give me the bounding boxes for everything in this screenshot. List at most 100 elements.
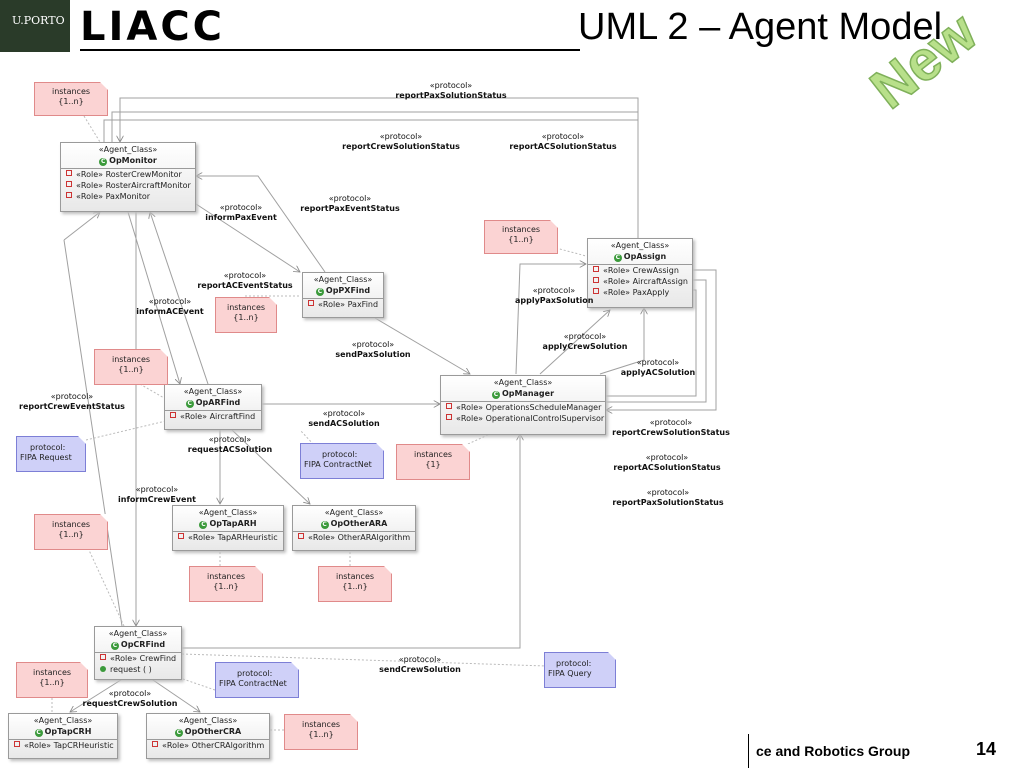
label-informACEvent: «protocol»informACEvent	[136, 297, 204, 316]
role-icon	[446, 414, 452, 420]
role-item: «Role» TapARHeuristic	[173, 532, 283, 543]
role-icon	[170, 412, 176, 418]
role-icon	[66, 181, 72, 187]
label-reportACEventStatus: «protocol»reportACEventStatus	[197, 271, 293, 290]
label-applyACSolution: «protocol»applyACSolution	[620, 358, 696, 377]
class-stereotype: «Agent_Class»	[108, 629, 168, 638]
note-fipa-query: protocol:FIPA Query	[544, 652, 616, 688]
note-instances-monitor: instances{1..n}	[34, 82, 108, 116]
edge-reportCrewSolutionStatus-top	[111, 111, 638, 142]
label-reportPaxSolutionStatus-top: «protocol»reportPaxSolutionStatus	[395, 81, 507, 100]
label-reportPaxSolutionStatus-right: «protocol»reportPaxSolutionStatus	[612, 488, 724, 507]
note-instances-othercra: instances{1..n}	[284, 714, 358, 750]
class-icon: C	[99, 158, 108, 166]
role-icon	[298, 533, 304, 539]
edge-reportPaxSolutionStatus-right	[606, 289, 697, 397]
edge-applyPaxSolution	[515, 264, 586, 375]
role-item: «Role» PaxApply	[588, 287, 692, 298]
edge-reportPaxSolutionStatus-top	[120, 97, 639, 238]
operation-item: request ( )	[95, 664, 181, 675]
role-item: «Role» CrewAssign	[588, 265, 692, 276]
label-informPaxEvent: «protocol»informPaxEvent	[205, 203, 277, 222]
class-icon: C	[34, 729, 43, 737]
edge-sendCrewSolution	[182, 434, 520, 649]
slide-header: U.PORTO LIACC UML 2 – Agent Model	[0, 0, 1024, 52]
note-instances-otherara: instances{1..n}	[318, 566, 392, 602]
uporto-logo: U.PORTO	[0, 0, 70, 52]
edge-sendPaxSolution	[374, 317, 470, 374]
edge-applyCrewSolution	[539, 310, 610, 375]
edge-reportCrewEventStatus	[63, 239, 123, 627]
label-reportCrewSolutionStatus-right: «protocol»reportCrewSolutionStatus	[612, 418, 730, 437]
role-item: «Role» PaxMonitor	[61, 191, 195, 202]
edge-reportACSolutionStatus-top	[103, 119, 638, 142]
note-instances-pxfind: instances{1..n}	[215, 297, 277, 333]
header-rule	[80, 49, 580, 51]
uporto-label: U.PORTO	[12, 14, 65, 27]
edge-reportACSolutionStatus-right	[606, 279, 707, 403]
role-item: «Role» TapCRHeuristic	[9, 740, 117, 751]
edge-informPaxEvent	[195, 203, 300, 272]
note-fipa-contractnet-ar: protocol:FIPA ContractNet	[300, 443, 384, 479]
edge-requestCrewSolution	[70, 677, 125, 712]
edge-reportPaxEventStatus	[196, 176, 326, 273]
edge-informACEvent	[127, 211, 180, 384]
role-icon	[593, 266, 599, 272]
role-icon	[66, 192, 72, 198]
footer-group-name: ce and Robotics Group	[756, 743, 911, 759]
role-item: «Role» AircraftAssign	[588, 276, 692, 287]
note-fipa-contractnet-cr: protocol:FIPA ContractNet	[215, 662, 299, 698]
label-reportCrewEventStatus: «protocol»reportCrewEventStatus	[19, 392, 125, 411]
label-reportCrewSolutionStatus-top: «protocol»reportCrewSolutionStatus	[342, 132, 460, 151]
label-reportACSolutionStatus-right: «protocol»reportACSolutionStatus	[613, 453, 721, 472]
class-stereotype: «Agent_Class»	[198, 508, 258, 517]
role-item: «Role» OtherARAlgorithm	[293, 532, 415, 543]
role-item: «Role» AircraftFind	[165, 411, 261, 422]
note-instances-taparh: instances{1..n}	[189, 566, 263, 602]
note-fipa-request: protocol:FIPA Request	[16, 436, 86, 472]
label-requestCrewSolution: «protocol»requestCrewSolution	[82, 689, 178, 708]
label-sendACSolution: «protocol»sendACSolution	[308, 409, 380, 428]
class-stereotype: «Agent_Class»	[33, 716, 93, 725]
class-stereotype: «Agent_Class»	[178, 716, 238, 725]
footer-divider	[748, 734, 749, 768]
role-icon	[14, 741, 20, 747]
label-applyPaxSolution: «protocol»applyPaxSolution	[515, 286, 594, 305]
role-icon	[593, 288, 599, 294]
edge-reportACEventStatus	[150, 212, 209, 385]
label-sendPaxSolution: «protocol»sendPaxSolution	[335, 340, 411, 359]
role-item: «Role» RosterCrewMonitor	[61, 169, 195, 180]
liacc-logo: LIACC	[80, 4, 226, 50]
role-icon	[308, 300, 314, 306]
label-applyCrewSolution: «protocol»applyCrewSolution	[542, 332, 628, 351]
class-icon: C	[491, 391, 500, 399]
class-stereotype: «Agent_Class»	[313, 275, 373, 284]
role-icon	[446, 403, 452, 409]
note-instances-arfind: instances{1..n}	[94, 349, 168, 385]
note-instances-tapcrh: instances{1..n}	[16, 662, 88, 698]
label-informCrewEvent: «protocol»informCrewEvent	[118, 485, 196, 504]
note-instances-manager: instances{1}	[396, 444, 470, 480]
class-stereotype: «Agent_Class»	[493, 378, 553, 387]
role-icon	[178, 533, 184, 539]
note-instances-assign: instances{1..n}	[484, 220, 558, 254]
note-instances-crfind: instances{1..n}	[34, 514, 108, 550]
edge-applyACSolution	[599, 308, 644, 375]
